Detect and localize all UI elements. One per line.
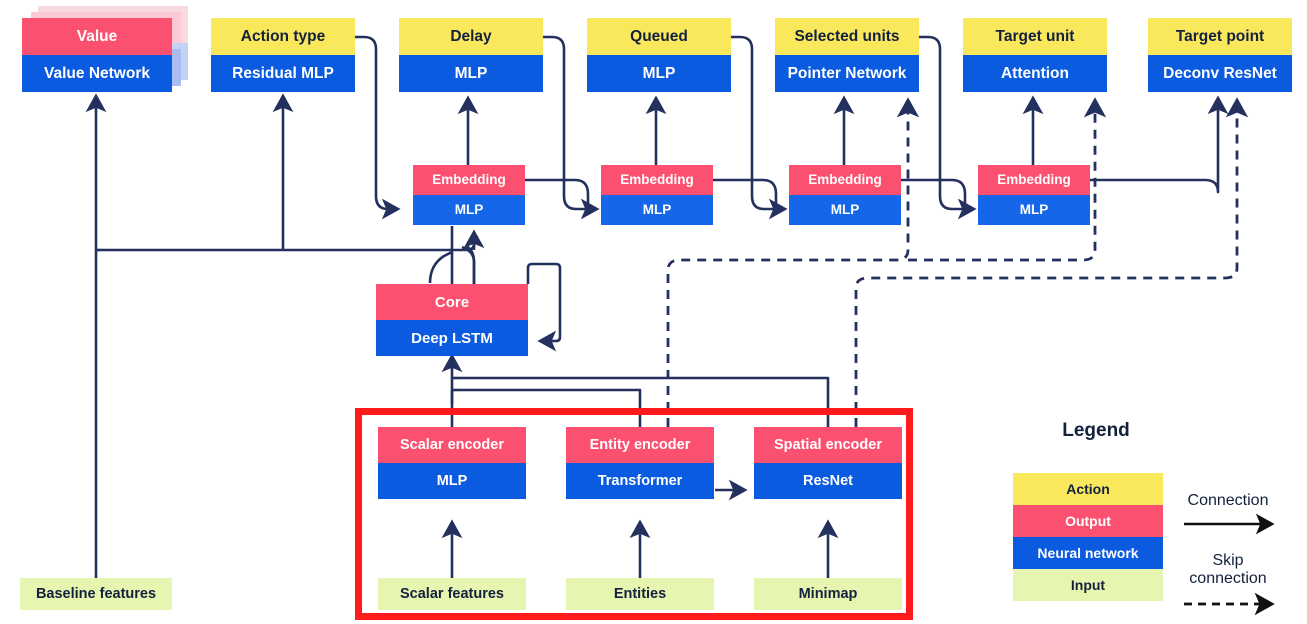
core-block-title: Core [376,284,528,320]
embedding-block-1[interactable]: Embedding MLP [413,165,525,225]
output-head-delay[interactable]: Delay MLP [399,18,543,92]
legend-connection-label: Connection [1187,492,1269,509]
output-head-target-unit-title: Target unit [963,18,1107,55]
encoder-scalar[interactable]: Scalar encoder MLP [378,427,526,499]
embedding-block-3-network: MLP [789,195,901,225]
encoder-scalar-title: Scalar encoder [378,427,526,463]
legend-skip-connection-line1: Skip [1212,552,1244,569]
output-head-value-title: Value [22,18,172,55]
embedding-block-4[interactable]: Embedding MLP [978,165,1090,225]
legend-swatch-box: Action Output Neural network Input [1013,473,1163,601]
output-head-delay-network: MLP [399,55,543,92]
embedding-block-1-title: Embedding [413,165,525,195]
output-head-target-point-network: Deconv ResNet [1148,55,1292,92]
output-head-value-network: Value Network [22,55,172,92]
output-head-selected-units[interactable]: Selected units Pointer Network [775,18,919,92]
embedding-block-4-title: Embedding [978,165,1090,195]
encoder-entity-network: Transformer [566,463,714,499]
encoder-spatial[interactable]: Spatial encoder ResNet [754,427,902,499]
encoder-spatial-network: ResNet [754,463,902,499]
embedding-block-2[interactable]: Embedding MLP [601,165,713,225]
input-minimap[interactable]: Minimap [754,578,902,610]
legend-skip-connection-line2: connection [1189,569,1267,587]
embedding-block-1-network: MLP [413,195,525,225]
output-head-action-type-network: Residual MLP [211,55,355,92]
output-head-action-type-title: Action type [211,18,355,55]
input-baseline-features[interactable]: Baseline features [20,578,172,610]
core-block[interactable]: Core Deep LSTM [376,284,528,356]
encoder-entity[interactable]: Entity encoder Transformer [566,427,714,499]
output-head-value[interactable]: Value Value Network [22,18,172,92]
legend-swatch-input: Input [1013,569,1163,601]
output-head-queued[interactable]: Queued MLP [587,18,731,92]
output-head-target-point-title: Target point [1148,18,1292,55]
legend-title: Legend [1062,420,1130,441]
output-head-selected-units-title: Selected units [775,18,919,55]
input-entities[interactable]: Entities [566,578,714,610]
legend-swatch-action: Action [1013,473,1163,505]
encoder-entity-title: Entity encoder [566,427,714,463]
legend-swatch-neural-network: Neural network [1013,537,1163,569]
output-head-target-unit[interactable]: Target unit Attention [963,18,1107,92]
embedding-block-3-title: Embedding [789,165,901,195]
embedding-block-3[interactable]: Embedding MLP [789,165,901,225]
output-head-queued-title: Queued [587,18,731,55]
output-head-target-unit-network: Attention [963,55,1107,92]
output-head-selected-units-network: Pointer Network [775,55,919,92]
core-block-network: Deep LSTM [376,320,528,356]
embedding-block-4-network: MLP [978,195,1090,225]
encoder-scalar-network: MLP [378,463,526,499]
legend-swatch-output: Output [1013,505,1163,537]
output-head-action-type[interactable]: Action type Residual MLP [211,18,355,92]
output-head-target-point[interactable]: Target point Deconv ResNet [1148,18,1292,92]
output-head-delay-title: Delay [399,18,543,55]
encoder-spatial-title: Spatial encoder [754,427,902,463]
output-head-queued-network: MLP [587,55,731,92]
input-scalar-features[interactable]: Scalar features [378,578,526,610]
embedding-block-2-title: Embedding [601,165,713,195]
embedding-block-2-network: MLP [601,195,713,225]
